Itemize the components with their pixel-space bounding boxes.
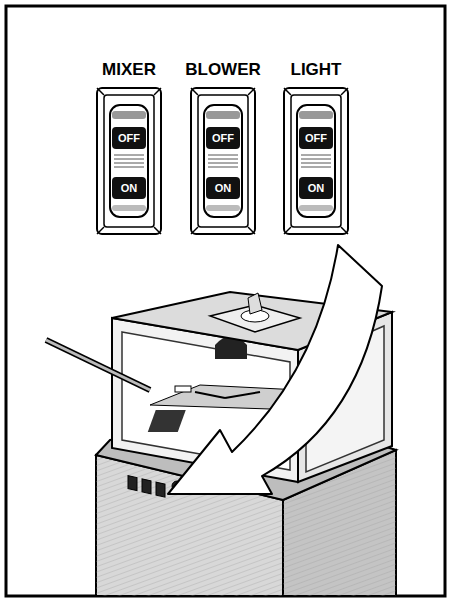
switch-node: LIGHT OFF ON xyxy=(281,60,351,235)
frame xyxy=(6,6,445,596)
switch-node: MIXER OFF ON xyxy=(94,60,164,235)
switch-position: ON xyxy=(215,183,232,194)
pointer-arrow xyxy=(168,245,382,494)
rocker-switch xyxy=(96,87,162,235)
switch-position: ON xyxy=(308,183,325,194)
switch-position: ON xyxy=(121,183,138,194)
switch-position: OFF xyxy=(212,133,234,144)
rocker-switch xyxy=(283,87,349,235)
rocker-switch xyxy=(190,87,256,235)
switch-node: BLOWER OFF ON xyxy=(188,60,258,235)
switch-label: LIGHT xyxy=(291,60,342,80)
switch-position: OFF xyxy=(305,133,327,144)
switch-position: OFF xyxy=(118,133,140,144)
switch-label: MIXER xyxy=(102,60,156,80)
switch-label: BLOWER xyxy=(185,60,261,80)
